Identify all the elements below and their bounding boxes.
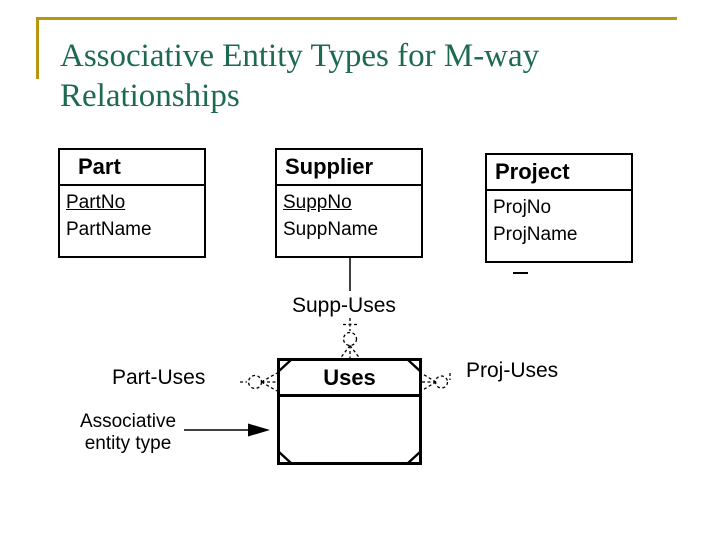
annotation-arrow (184, 423, 270, 437)
attribute-suppname: SuppName (283, 219, 379, 240)
entity-part-attributes: PartNo PartName (60, 186, 204, 246)
entity-project-attributes: ProjNo ProjName (487, 191, 631, 251)
entity-part: Part PartNo PartName (58, 148, 206, 258)
crows-foot-top-icon (339, 318, 361, 359)
annotation-associative-entity-type: Associative entity type (79, 411, 177, 454)
relationship-label-proj-uses: Proj-Uses (466, 359, 559, 382)
relationship-label-supp-uses: Supp-Uses (292, 294, 396, 317)
attribute-projno: ProjNo (493, 197, 552, 218)
attribute-suppno: SuppNo (283, 192, 352, 213)
crows-foot-right-icon (420, 372, 451, 392)
attribute-partno: PartNo (66, 192, 126, 213)
entity-supplier-attributes: SuppNo SuppName (277, 186, 421, 246)
crows-foot-left-icon (240, 372, 278, 392)
accent-line-vertical (36, 17, 39, 79)
entity-project: Project ProjNo ProjName (485, 153, 633, 263)
entity-uses-associative: Uses (277, 358, 422, 465)
entity-supplier: Supplier SuppNo SuppName (275, 148, 423, 258)
entity-part-name: Part (60, 150, 204, 186)
accent-line-horizontal (36, 17, 677, 20)
entity-supplier-name: Supplier (277, 150, 421, 186)
stray-underscore-mark (513, 272, 528, 274)
entity-project-name: Project (487, 155, 631, 191)
relationship-label-part-uses: Part-Uses (112, 366, 206, 389)
entity-uses-name: Uses (280, 361, 419, 397)
attribute-partname: PartName (66, 219, 152, 240)
attribute-projname: ProjName (493, 224, 578, 245)
slide-title: Associative Entity Types for M-way Relat… (60, 38, 540, 115)
